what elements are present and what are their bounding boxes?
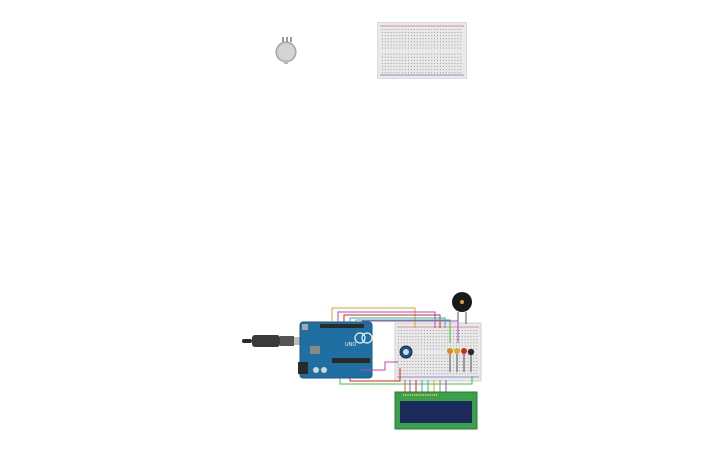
usb-cable[interactable] [242,335,302,347]
piezo-buzzer[interactable] [452,292,472,324]
loose-breadboard[interactable] [377,22,467,79]
led-row[interactable] [447,348,475,372]
arduino-uno-board[interactable]: UNO [298,321,373,379]
breadboard-potentiometer[interactable] [399,345,413,359]
main-assembly: UNO [242,292,482,430]
loose-potentiometer[interactable] [272,36,300,66]
board-label: UNO [345,342,356,348]
lcd-display[interactable] [394,391,478,430]
